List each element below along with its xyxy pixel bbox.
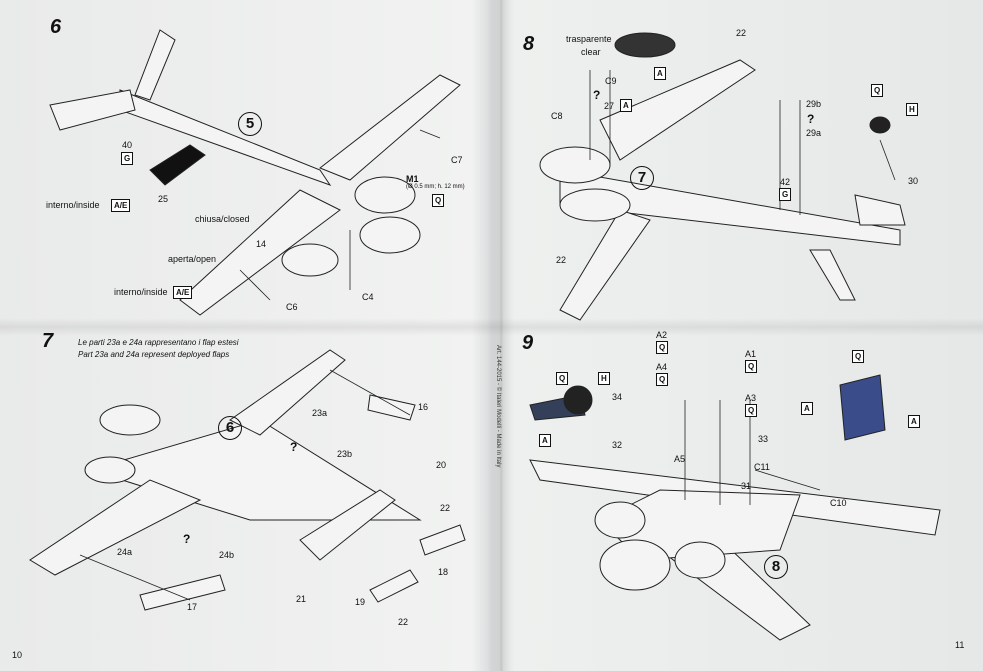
step-9-number: 9	[522, 332, 534, 354]
step8-ref-circle: 7	[630, 166, 654, 190]
closed-label: chiusa/closed	[195, 214, 250, 224]
part-18-label: 18	[438, 567, 449, 577]
part-c9-label: C9	[605, 76, 617, 86]
horizontal-fold	[0, 318, 983, 336]
step8-question-2: ?	[807, 112, 815, 126]
part-33-label: 33	[758, 434, 769, 444]
part-22-label-bottom: 22	[556, 255, 567, 265]
step-7-number: 7	[42, 330, 54, 352]
part-22-label-b: 22	[398, 617, 409, 627]
step9-box-q1: Q	[656, 341, 669, 354]
part-c10-label: C10	[830, 498, 847, 508]
part-27-label: 27	[604, 101, 615, 111]
part-29a-label: 29a	[806, 128, 822, 138]
step7-question-1: ?	[290, 440, 298, 454]
step6-aircraft	[49, 29, 461, 316]
step7-aircraft	[29, 349, 466, 611]
step6-box-g: G	[121, 152, 134, 165]
part-17-label: 17	[187, 602, 198, 612]
flap-note-english: Part 23a and 24a represent deployed flap…	[78, 350, 230, 359]
part-c8-label: C8	[551, 111, 563, 121]
step6-ref-circle: 5	[238, 112, 262, 136]
step8-box-q: Q	[871, 84, 884, 97]
part-30-label: 30	[908, 176, 919, 186]
part-34-label: 34	[612, 392, 623, 402]
step8-question-1: ?	[593, 88, 601, 102]
part-24b-label: 24b	[219, 550, 235, 560]
part-23a-label: 23a	[312, 408, 328, 418]
step9-ref-circle: 8	[764, 555, 788, 579]
part-22-label-a: 22	[440, 503, 451, 513]
copyright-vertical: Art. 144-2015 - © Italeri Modelli - Made…	[495, 345, 501, 468]
page-number-left: 10	[12, 650, 23, 660]
step9-box-q6: Q	[852, 350, 865, 363]
part-23b-label: 23b	[337, 449, 353, 459]
center-fold	[487, 0, 515, 671]
part-29b-label: 29b	[806, 99, 822, 109]
m1-note: (Ø 0.5 mm; h. 12 mm)	[406, 184, 465, 190]
page-number-right: 11	[955, 640, 965, 650]
part-a5-label: A5	[674, 454, 686, 464]
part-40-label: 40	[122, 140, 133, 150]
step7-ref-circle: 6	[218, 416, 242, 440]
part-a1-label: A1	[745, 349, 757, 359]
step8-box-a: A	[654, 67, 666, 80]
step9-aircraft	[529, 374, 941, 641]
step8-box-g: G	[779, 188, 792, 201]
inside-label-2: interno/inside	[114, 287, 168, 297]
part-25-label: 25	[158, 194, 169, 204]
part-16-label: 16	[418, 402, 429, 412]
part-a4-label: A4	[656, 362, 668, 372]
part-32-label: 32	[612, 440, 623, 450]
part-a2-label: A2	[656, 330, 668, 340]
step8-box-h: H	[906, 103, 918, 116]
step9-box-a: A	[539, 434, 551, 447]
open-label: aperta/open	[168, 254, 217, 264]
step-6-number: 6	[50, 16, 62, 38]
step9-box-q5: Q	[556, 372, 569, 385]
step7-question-2: ?	[183, 532, 191, 546]
step6-box-ae-2: A/E	[173, 286, 193, 299]
step9-box-q2: Q	[745, 360, 758, 373]
step8-aircraft	[539, 32, 906, 321]
flap-note-italian: Le parti 23a e 24a rappresentano i flap …	[78, 338, 239, 347]
part-21-label: 21	[296, 594, 307, 604]
step-8-number: 8	[523, 33, 535, 55]
part-14-label: 14	[256, 239, 267, 249]
step9-box-q3: Q	[656, 373, 669, 386]
clear-label-italian: trasparente	[566, 34, 612, 44]
part-m1-label: M1	[406, 174, 419, 184]
part-a3-label: A3	[745, 393, 757, 403]
step8-box-a2: A	[620, 99, 632, 112]
inside-label-1: interno/inside	[46, 200, 100, 210]
step9-box-q4: Q	[745, 404, 758, 417]
part-20-label: 20	[436, 460, 447, 470]
step9-box-a2: A	[801, 402, 813, 415]
part-c4-label: C4	[362, 292, 374, 302]
part-31-label: 31	[741, 481, 752, 491]
part-24a-label: 24a	[117, 547, 133, 557]
clear-label-english: clear	[581, 47, 601, 57]
part-c6-label: C6	[286, 302, 298, 312]
step6-box-q: Q	[432, 194, 445, 207]
step9-box-h: H	[598, 372, 610, 385]
part-42-label: 42	[780, 177, 791, 187]
part-19-label: 19	[355, 597, 366, 607]
step9-box-a3: A	[908, 415, 920, 428]
part-c7-label: C7	[451, 155, 463, 165]
part-22-label-top: 22	[736, 28, 747, 38]
part-c11-label: C11	[754, 462, 770, 472]
step6-box-ae-1: A/E	[111, 199, 131, 212]
